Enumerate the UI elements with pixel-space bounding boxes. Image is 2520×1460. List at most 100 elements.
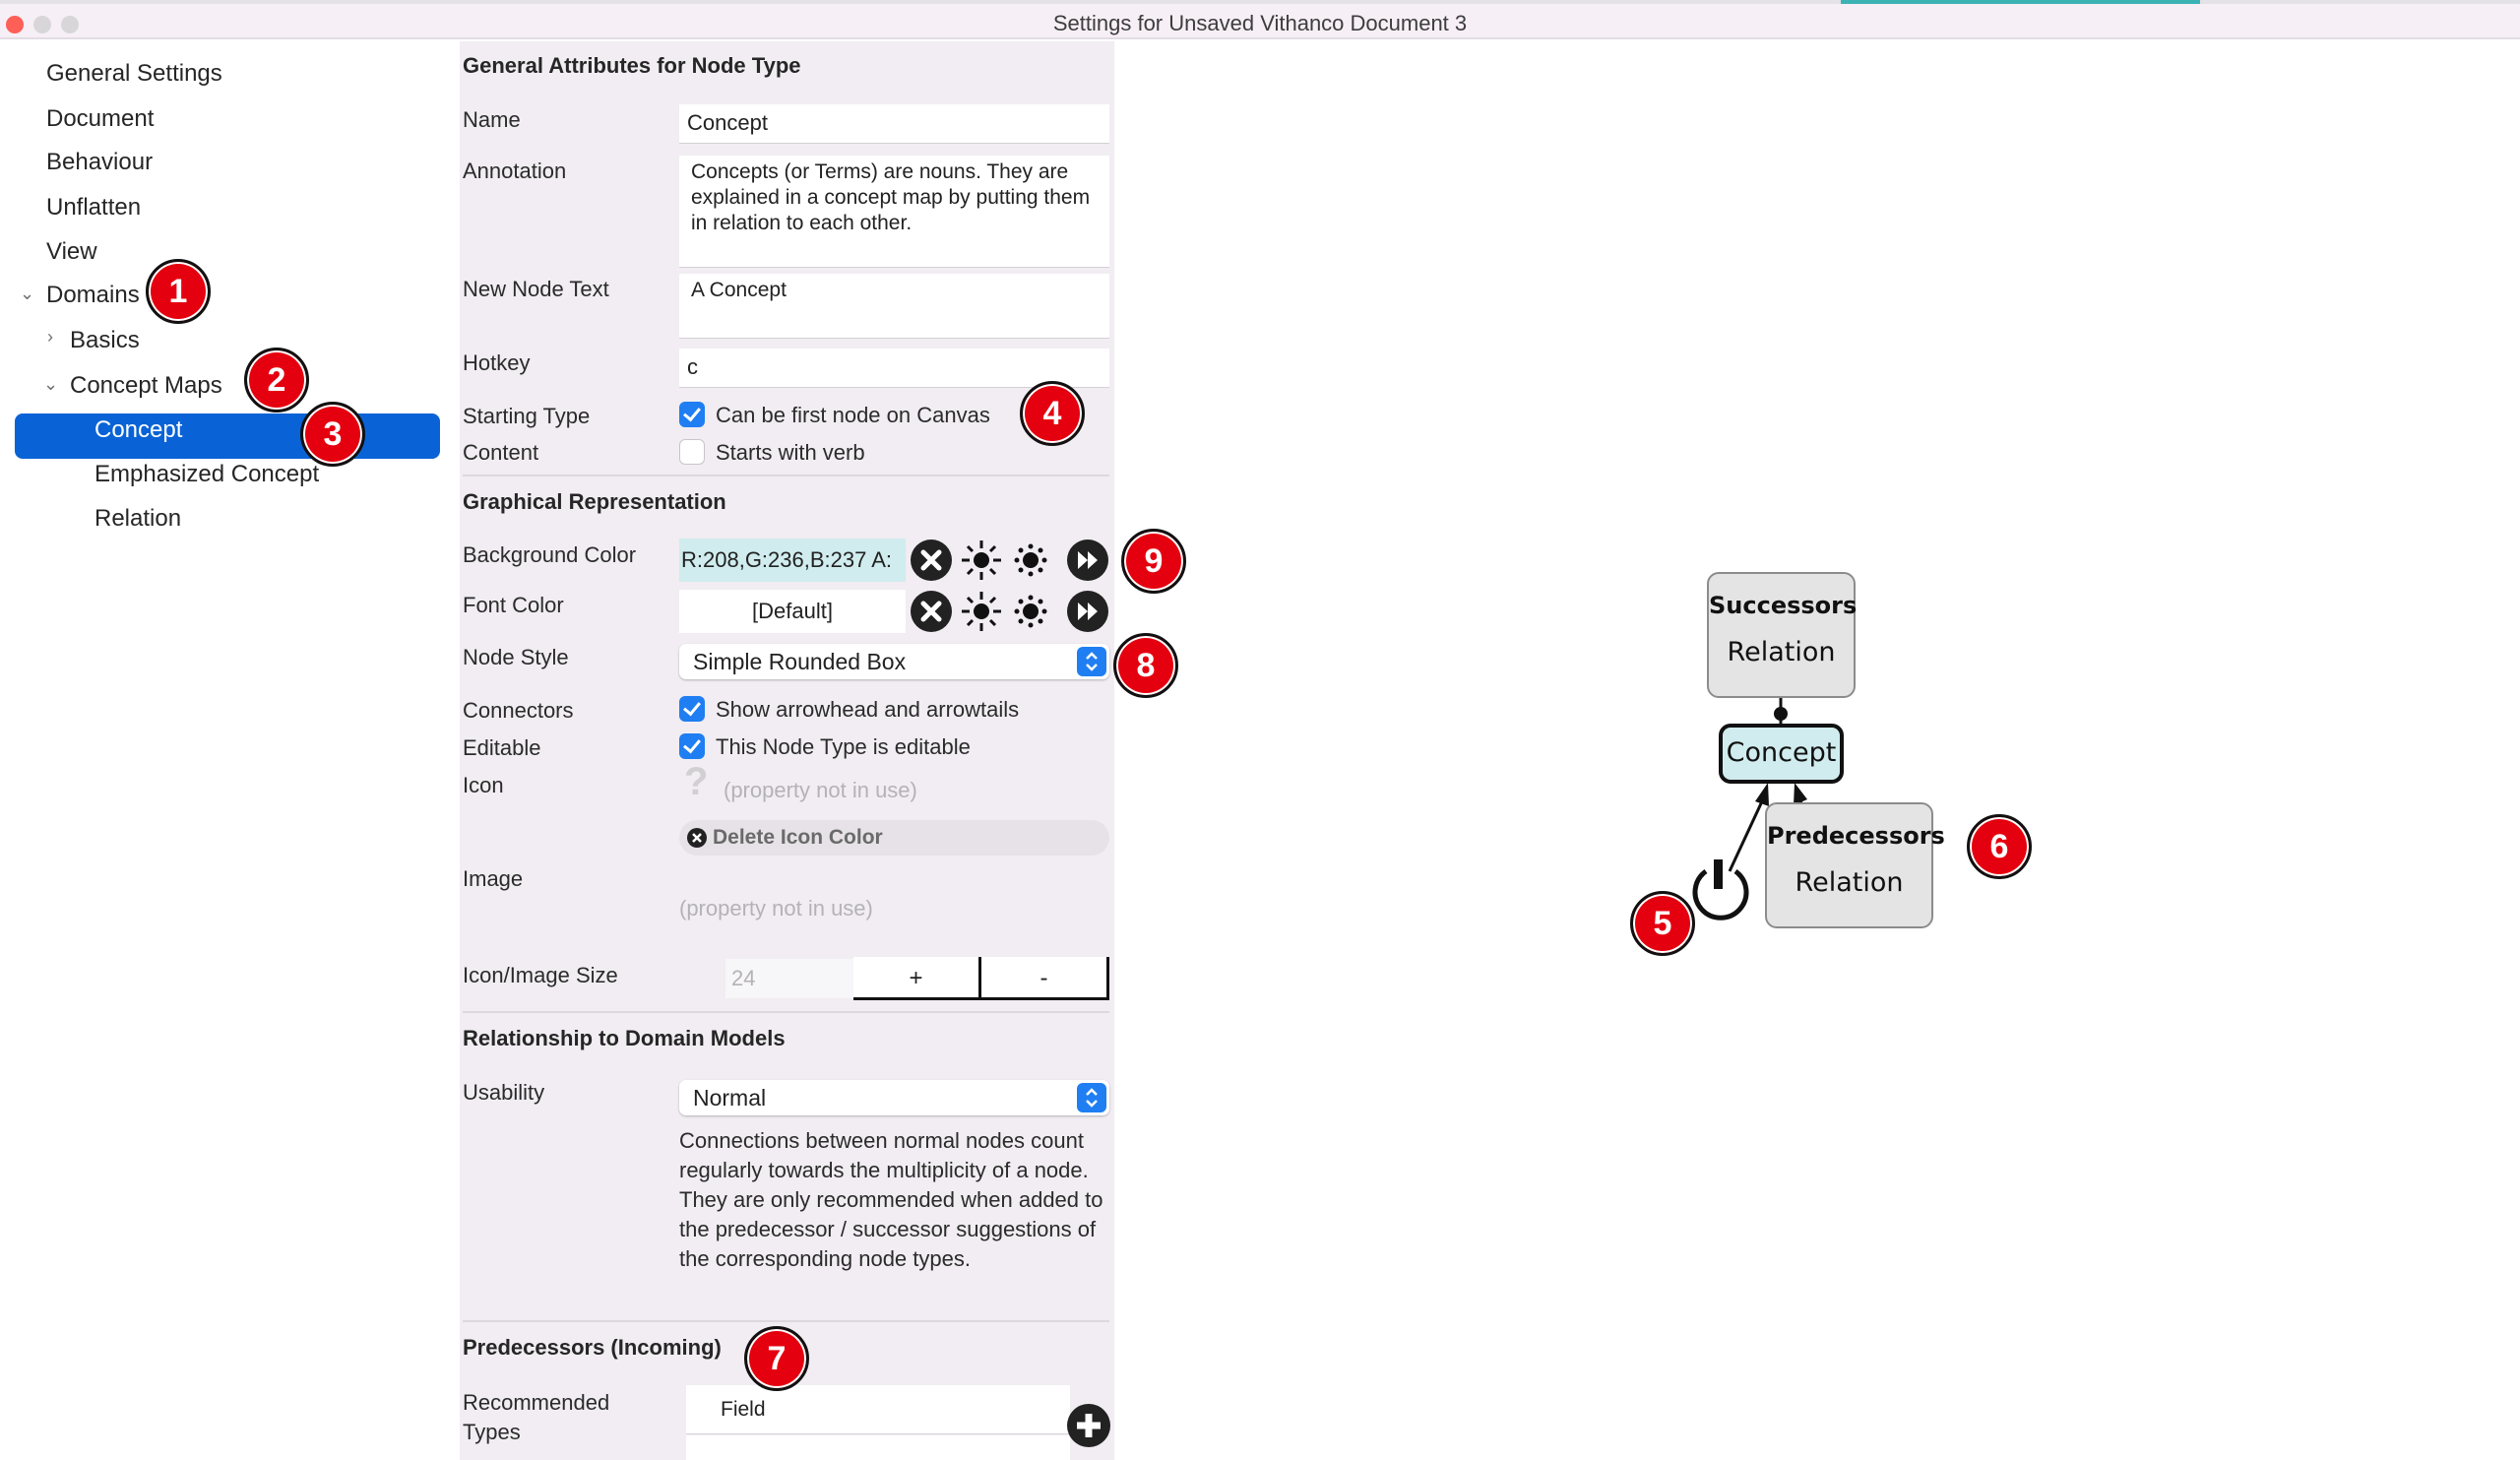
usability-label: Usability — [463, 1080, 545, 1105]
icon-label: Icon — [463, 773, 504, 797]
image-property-status: (property not in use) — [679, 896, 873, 920]
recommended-type-row[interactable]: Field — [686, 1385, 1070, 1434]
hotkey-label: Hotkey — [463, 350, 531, 375]
new-node-text-label: New Node Text — [463, 277, 609, 301]
close-window-button[interactable] — [6, 16, 24, 33]
node-type-settings-panel: General Attributes for Node Type Name Co… — [460, 41, 1114, 1460]
sidebar-item-view[interactable]: View — [46, 238, 97, 265]
section-predecessors: Predecessors (Incoming) — [463, 1335, 722, 1360]
start-power-icon — [1692, 859, 1749, 920]
icon-property-status: (property not in use) — [724, 778, 917, 802]
annotation-badge-2: 2 — [244, 348, 309, 413]
image-label: Image — [463, 866, 524, 891]
successors-node: Successors Relation — [1707, 572, 1858, 698]
concept-node: Concept — [1719, 724, 1844, 784]
recommended-type-row-empty[interactable] — [686, 1435, 1070, 1460]
section-general-attributes: General Attributes for Node Type — [463, 53, 801, 78]
annotation-badge-8: 8 — [1113, 633, 1178, 698]
lighten-color-icon[interactable] — [960, 539, 1003, 582]
font-color-field[interactable]: [Default] — [679, 590, 906, 633]
minimize-window-button[interactable] — [33, 16, 51, 33]
font-color-label: Font Color — [463, 593, 564, 617]
clear-color-icon[interactable] — [910, 590, 953, 633]
fast-forward-icon[interactable] — [1066, 539, 1109, 582]
icon-size-input[interactable]: 24 — [725, 959, 853, 998]
content-label: Content — [463, 440, 539, 465]
lighten-color-icon[interactable] — [960, 590, 1003, 633]
sidebar-item-concept-maps[interactable]: Concept Maps — [70, 372, 222, 399]
add-type-icon[interactable] — [1066, 1403, 1111, 1448]
delete-circle-icon — [687, 828, 707, 848]
editable-label: Editable — [463, 735, 541, 760]
first-node-checkbox-label[interactable]: Can be first node on Canvas — [716, 403, 990, 427]
size-increase-button[interactable]: + — [853, 957, 981, 1000]
annotation-badge-3: 3 — [300, 402, 365, 467]
arrowheads-checkbox[interactable] — [679, 696, 705, 722]
name-input[interactable]: Concept — [679, 104, 1109, 144]
annotation-badge-5: 5 — [1630, 891, 1695, 956]
annotation-badge-7: 7 — [744, 1326, 809, 1391]
size-decrease-button[interactable]: - — [981, 957, 1109, 1000]
chevron-down-icon[interactable]: ⌄ — [43, 374, 59, 394]
sidebar-item-emphasized-concept[interactable]: Emphasized Concept — [94, 461, 320, 487]
successors-title: Successors — [1709, 592, 1858, 619]
selected-row-highlight — [15, 413, 440, 459]
annotation-badge-6: 6 — [1967, 814, 2032, 879]
annotation-badge-4: 4 — [1020, 381, 1085, 446]
window-title: Settings for Unsaved Vithanco Document 3 — [1052, 11, 1468, 35]
sidebar-item-domains[interactable]: Domains — [46, 282, 140, 308]
background-window-edge — [1841, 0, 2200, 4]
darken-color-icon[interactable] — [1009, 590, 1052, 633]
delete-icon-color-button[interactable]: Delete Icon Color — [679, 820, 1109, 856]
zoom-window-button[interactable] — [61, 16, 79, 33]
predecessors-type: Relation — [1795, 867, 1904, 898]
sidebar-item-basics[interactable]: Basics — [70, 327, 140, 353]
sidebar-item-behaviour[interactable]: Behaviour — [46, 149, 154, 175]
section-divider — [463, 475, 1109, 476]
usability-value: Normal — [693, 1085, 767, 1111]
select-stepper-icon — [1077, 1083, 1106, 1112]
clear-color-icon[interactable] — [910, 539, 953, 582]
sidebar-item-document[interactable]: Document — [46, 105, 155, 132]
chevron-right-icon[interactable]: › — [47, 327, 53, 347]
section-divider — [463, 1011, 1109, 1013]
annotation-badge-9: 9 — [1121, 529, 1186, 594]
desktop-strip — [0, 0, 2520, 4]
name-label: Name — [463, 107, 521, 132]
select-stepper-icon — [1077, 647, 1106, 676]
section-divider — [463, 1320, 1109, 1322]
starting-type-label: Starting Type — [463, 404, 591, 428]
starts-with-verb-checkbox-label[interactable]: Starts with verb — [716, 440, 865, 465]
usability-select[interactable]: Normal — [679, 1080, 1109, 1115]
settings-sidebar: General Settings Document Behaviour Unfl… — [0, 41, 458, 1460]
annotation-label: Annotation — [463, 159, 567, 183]
usability-description: Connections between normal nodes count r… — [679, 1128, 1103, 1271]
editable-checkbox[interactable] — [679, 733, 705, 759]
sidebar-item-unflatten[interactable]: Unflatten — [46, 194, 142, 221]
icon-image-size-label: Icon/Image Size — [463, 963, 618, 987]
node-style-label: Node Style — [463, 645, 569, 669]
node-style-value: Simple Rounded Box — [693, 649, 907, 674]
annotation-textarea[interactable]: Concepts (or Terms) are nouns. They are … — [679, 156, 1109, 268]
fast-forward-icon[interactable] — [1066, 590, 1109, 633]
title-bar: Settings for Unsaved Vithanco Document 3 — [0, 4, 2520, 39]
node-style-select[interactable]: Simple Rounded Box — [679, 644, 1109, 679]
annotation-badge-1: 1 — [146, 259, 211, 324]
recommended-types-label: Recommended Types — [463, 1390, 610, 1444]
first-node-checkbox[interactable] — [679, 402, 705, 427]
section-relationship-domain-models: Relationship to Domain Models — [463, 1026, 786, 1050]
sidebar-item-relation[interactable]: Relation — [94, 505, 182, 532]
predecessors-title: Predecessors — [1767, 822, 1945, 850]
editable-checkbox-label[interactable]: This Node Type is editable — [716, 734, 971, 759]
arrowheads-checkbox-label[interactable]: Show arrowhead and arrowtails — [716, 697, 1020, 722]
sidebar-item-concept[interactable]: Concept — [94, 416, 183, 443]
connectors-label: Connectors — [463, 698, 574, 723]
starts-with-verb-checkbox[interactable] — [679, 439, 705, 465]
delete-icon-color-label: Delete Icon Color — [713, 826, 883, 849]
background-color-field[interactable]: R:208,G:236,B:237 A: — [679, 539, 906, 582]
hotkey-input[interactable]: c — [679, 349, 1109, 388]
new-node-text-textarea[interactable]: A Concept — [679, 274, 1109, 339]
chevron-down-icon[interactable]: ⌄ — [20, 284, 35, 303]
sidebar-item-general-settings[interactable]: General Settings — [46, 60, 222, 87]
darken-color-icon[interactable] — [1009, 539, 1052, 582]
